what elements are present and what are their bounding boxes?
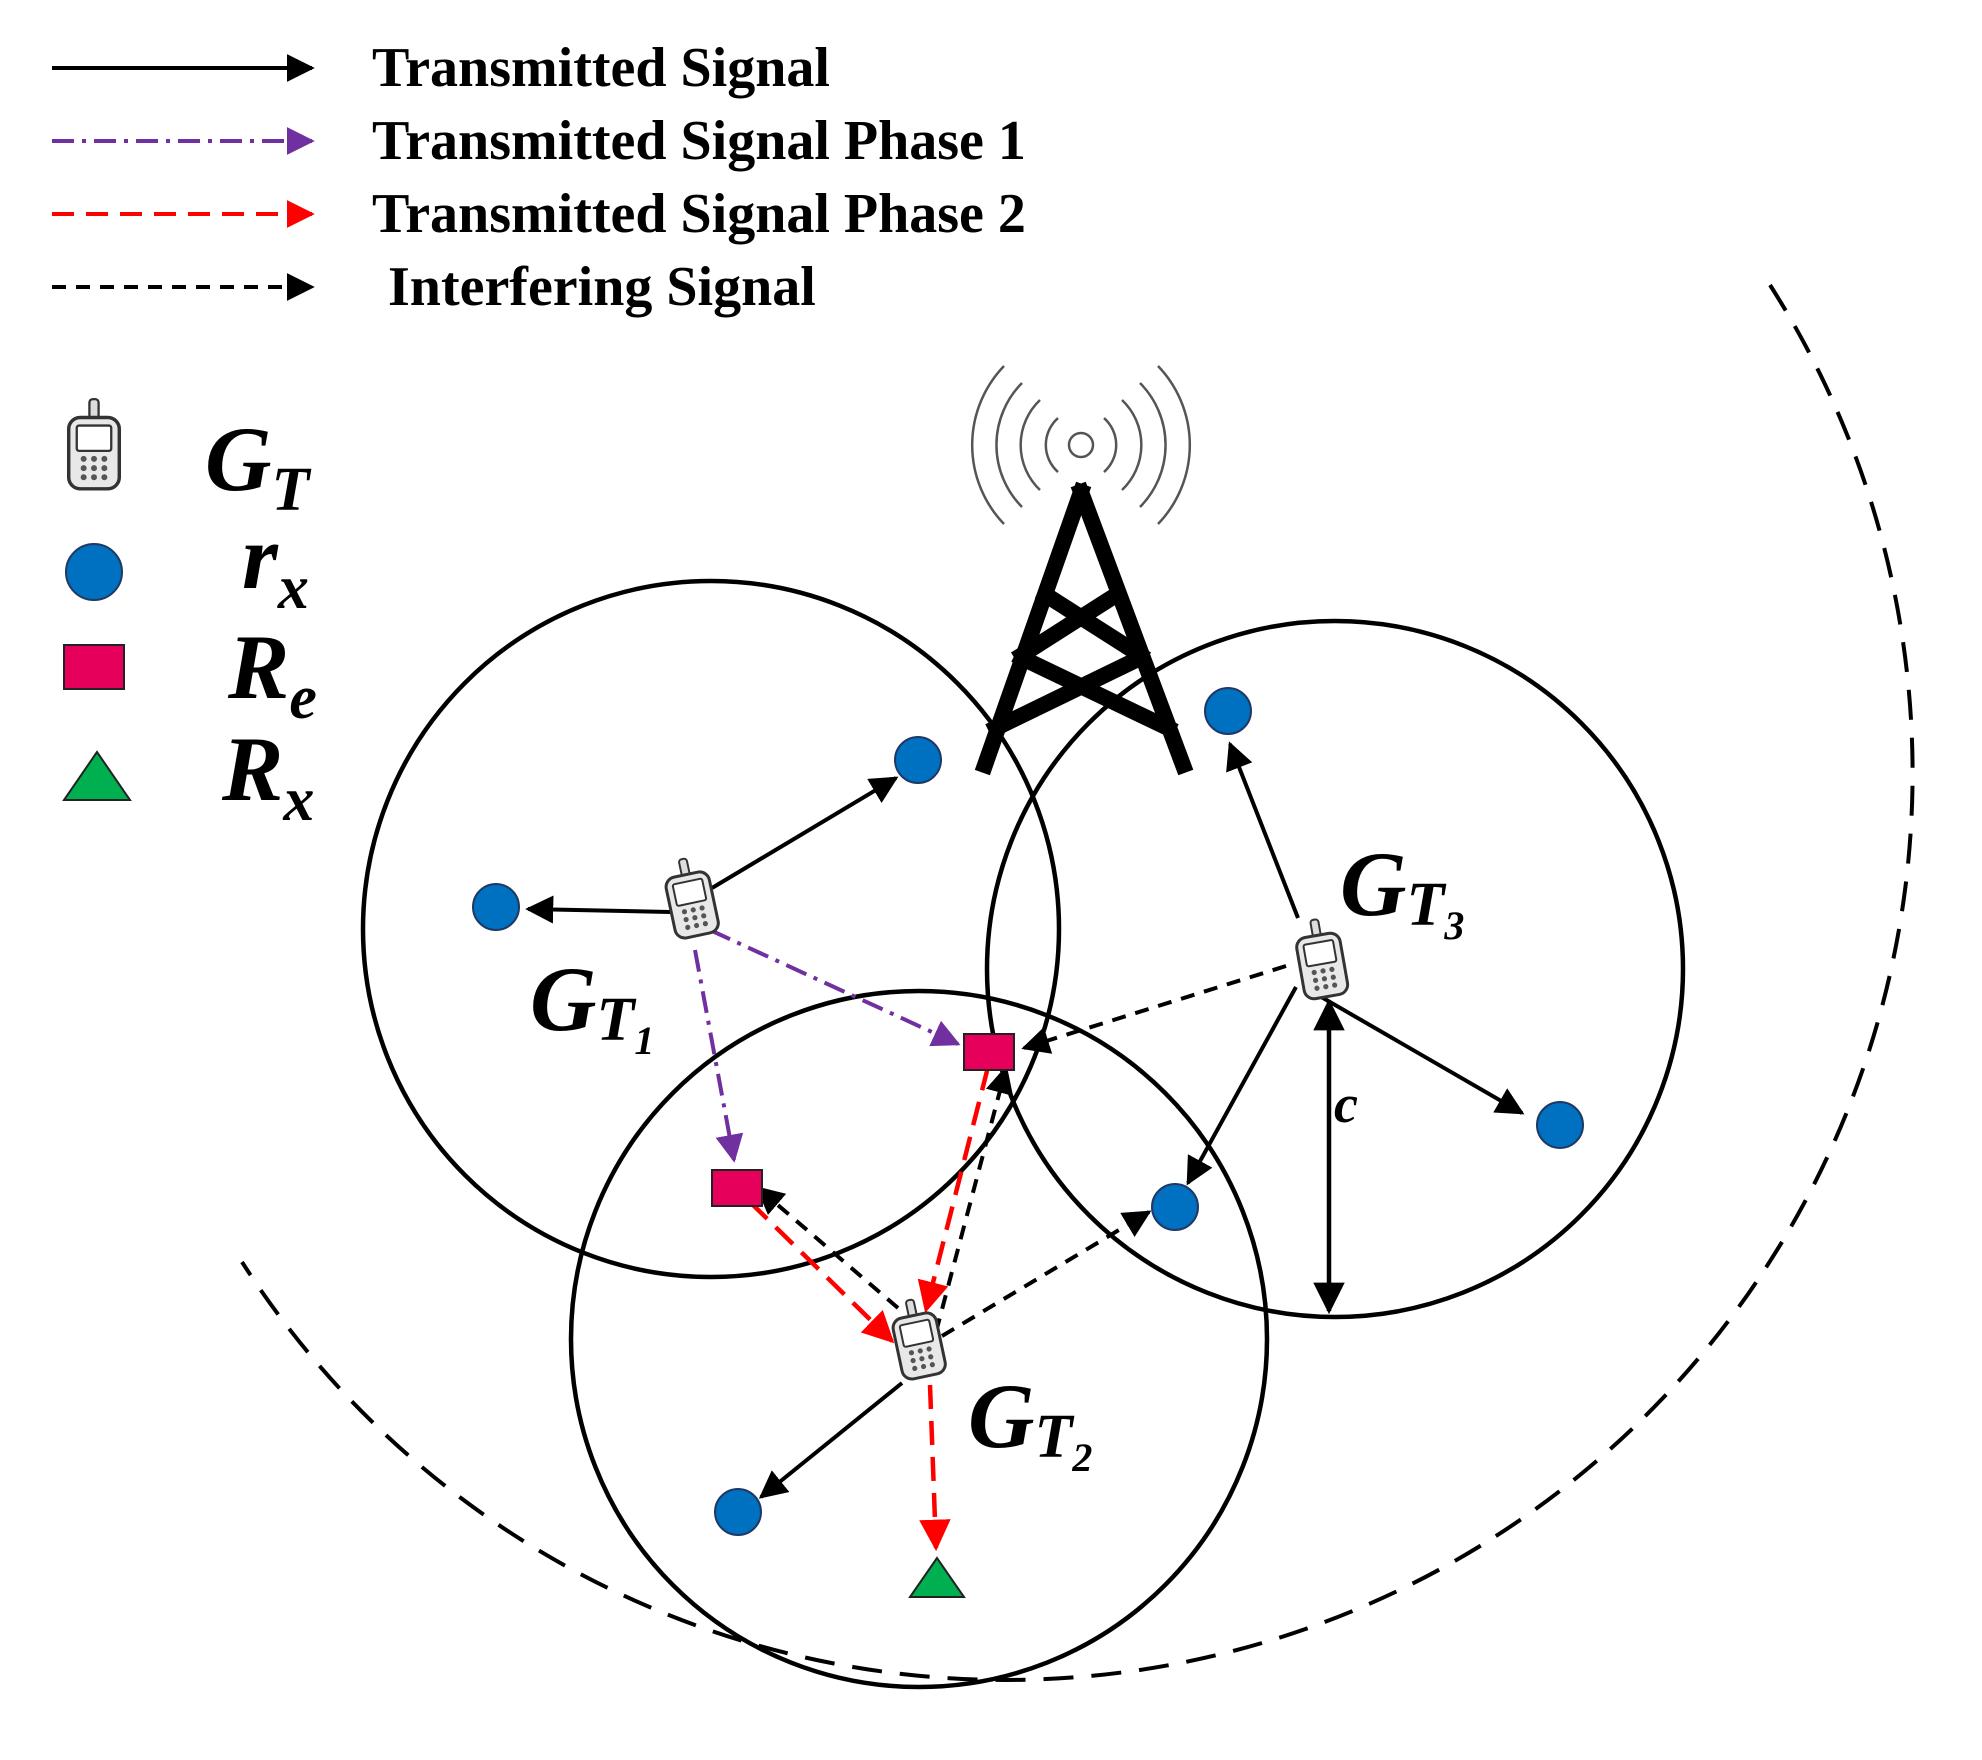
legend-label: Transmitted Signal Phase 1	[372, 110, 1026, 172]
legend-label: Transmitted Signal Phase 2	[372, 183, 1026, 245]
symbol-sub: e	[289, 664, 317, 732]
legend-gt: GT	[66, 397, 311, 524]
relay-node	[963, 1033, 1015, 1071]
svg-text:GT: GT	[205, 408, 311, 524]
relay-node	[711, 1169, 763, 1207]
legend-phase-2: Transmitted Signal Phase 2	[52, 183, 1026, 245]
receiver-node	[1536, 1101, 1584, 1149]
relays	[711, 1033, 1015, 1207]
cluster-gt2-circle	[568, 988, 1270, 1690]
gt2-label: GT2	[968, 1365, 1092, 1480]
cluster-gt1-circle	[360, 578, 1062, 1280]
legend-rx-small: rx	[65, 506, 309, 622]
legend-re: Re	[63, 616, 317, 732]
symbol-sub: x	[277, 554, 309, 622]
symbol-main: G	[205, 408, 271, 510]
phase-2-signals	[748, 1066, 991, 1552]
receiver-node	[472, 883, 520, 931]
pink-square-icon	[63, 644, 125, 690]
legend-symbols: GT rx Re Rx	[62, 397, 317, 834]
phase-1-signals	[693, 928, 961, 1163]
coverage-boundary-arc	[240, 283, 1915, 1683]
receiver-node	[1151, 1183, 1199, 1231]
interfering-signals	[755, 964, 1287, 1338]
gt1-label: GT1	[530, 948, 654, 1063]
legend-lines: Transmitted Signal Transmitted Signal Ph…	[52, 37, 1026, 318]
gt1-phone-icon	[659, 852, 722, 942]
mobile-phone-icon	[66, 397, 122, 491]
symbol-main: r	[242, 506, 279, 608]
svg-text:Rx: Rx	[221, 718, 314, 834]
cluster-circles	[360, 578, 1686, 1690]
receiver-node	[894, 736, 942, 784]
symbol-sub: x	[282, 766, 314, 834]
blue-circle-icon	[65, 543, 123, 601]
legend-label: Interfering Signal	[388, 256, 816, 318]
legend-transmitted-signal: Transmitted Signal	[52, 37, 830, 99]
symbol-main: R	[227, 616, 289, 718]
distance-label: c	[1334, 1074, 1358, 1134]
base-station-tower-icon	[970, 365, 1194, 776]
symbol-sub: T	[271, 456, 311, 524]
legend-phase-1: Transmitted Signal Phase 1	[52, 110, 1026, 172]
receiver-node	[1204, 687, 1252, 735]
receiver-node	[714, 1488, 762, 1536]
legend-interfering-signal: Interfering Signal	[52, 256, 816, 318]
destination-node	[908, 1556, 966, 1598]
symbol-main: R	[221, 718, 283, 820]
receivers	[472, 687, 1584, 1536]
distance-c-arrow: c	[1313, 998, 1358, 1315]
green-triangle-icon	[62, 750, 132, 801]
svg-text:rx: rx	[242, 506, 309, 622]
legend-label: Transmitted Signal	[372, 37, 830, 99]
cluster-gt3-circle	[984, 618, 1686, 1320]
legend-rx-large: Rx	[62, 718, 314, 834]
gt3-label: GT3	[1340, 833, 1464, 948]
svg-text:Re: Re	[227, 616, 317, 732]
